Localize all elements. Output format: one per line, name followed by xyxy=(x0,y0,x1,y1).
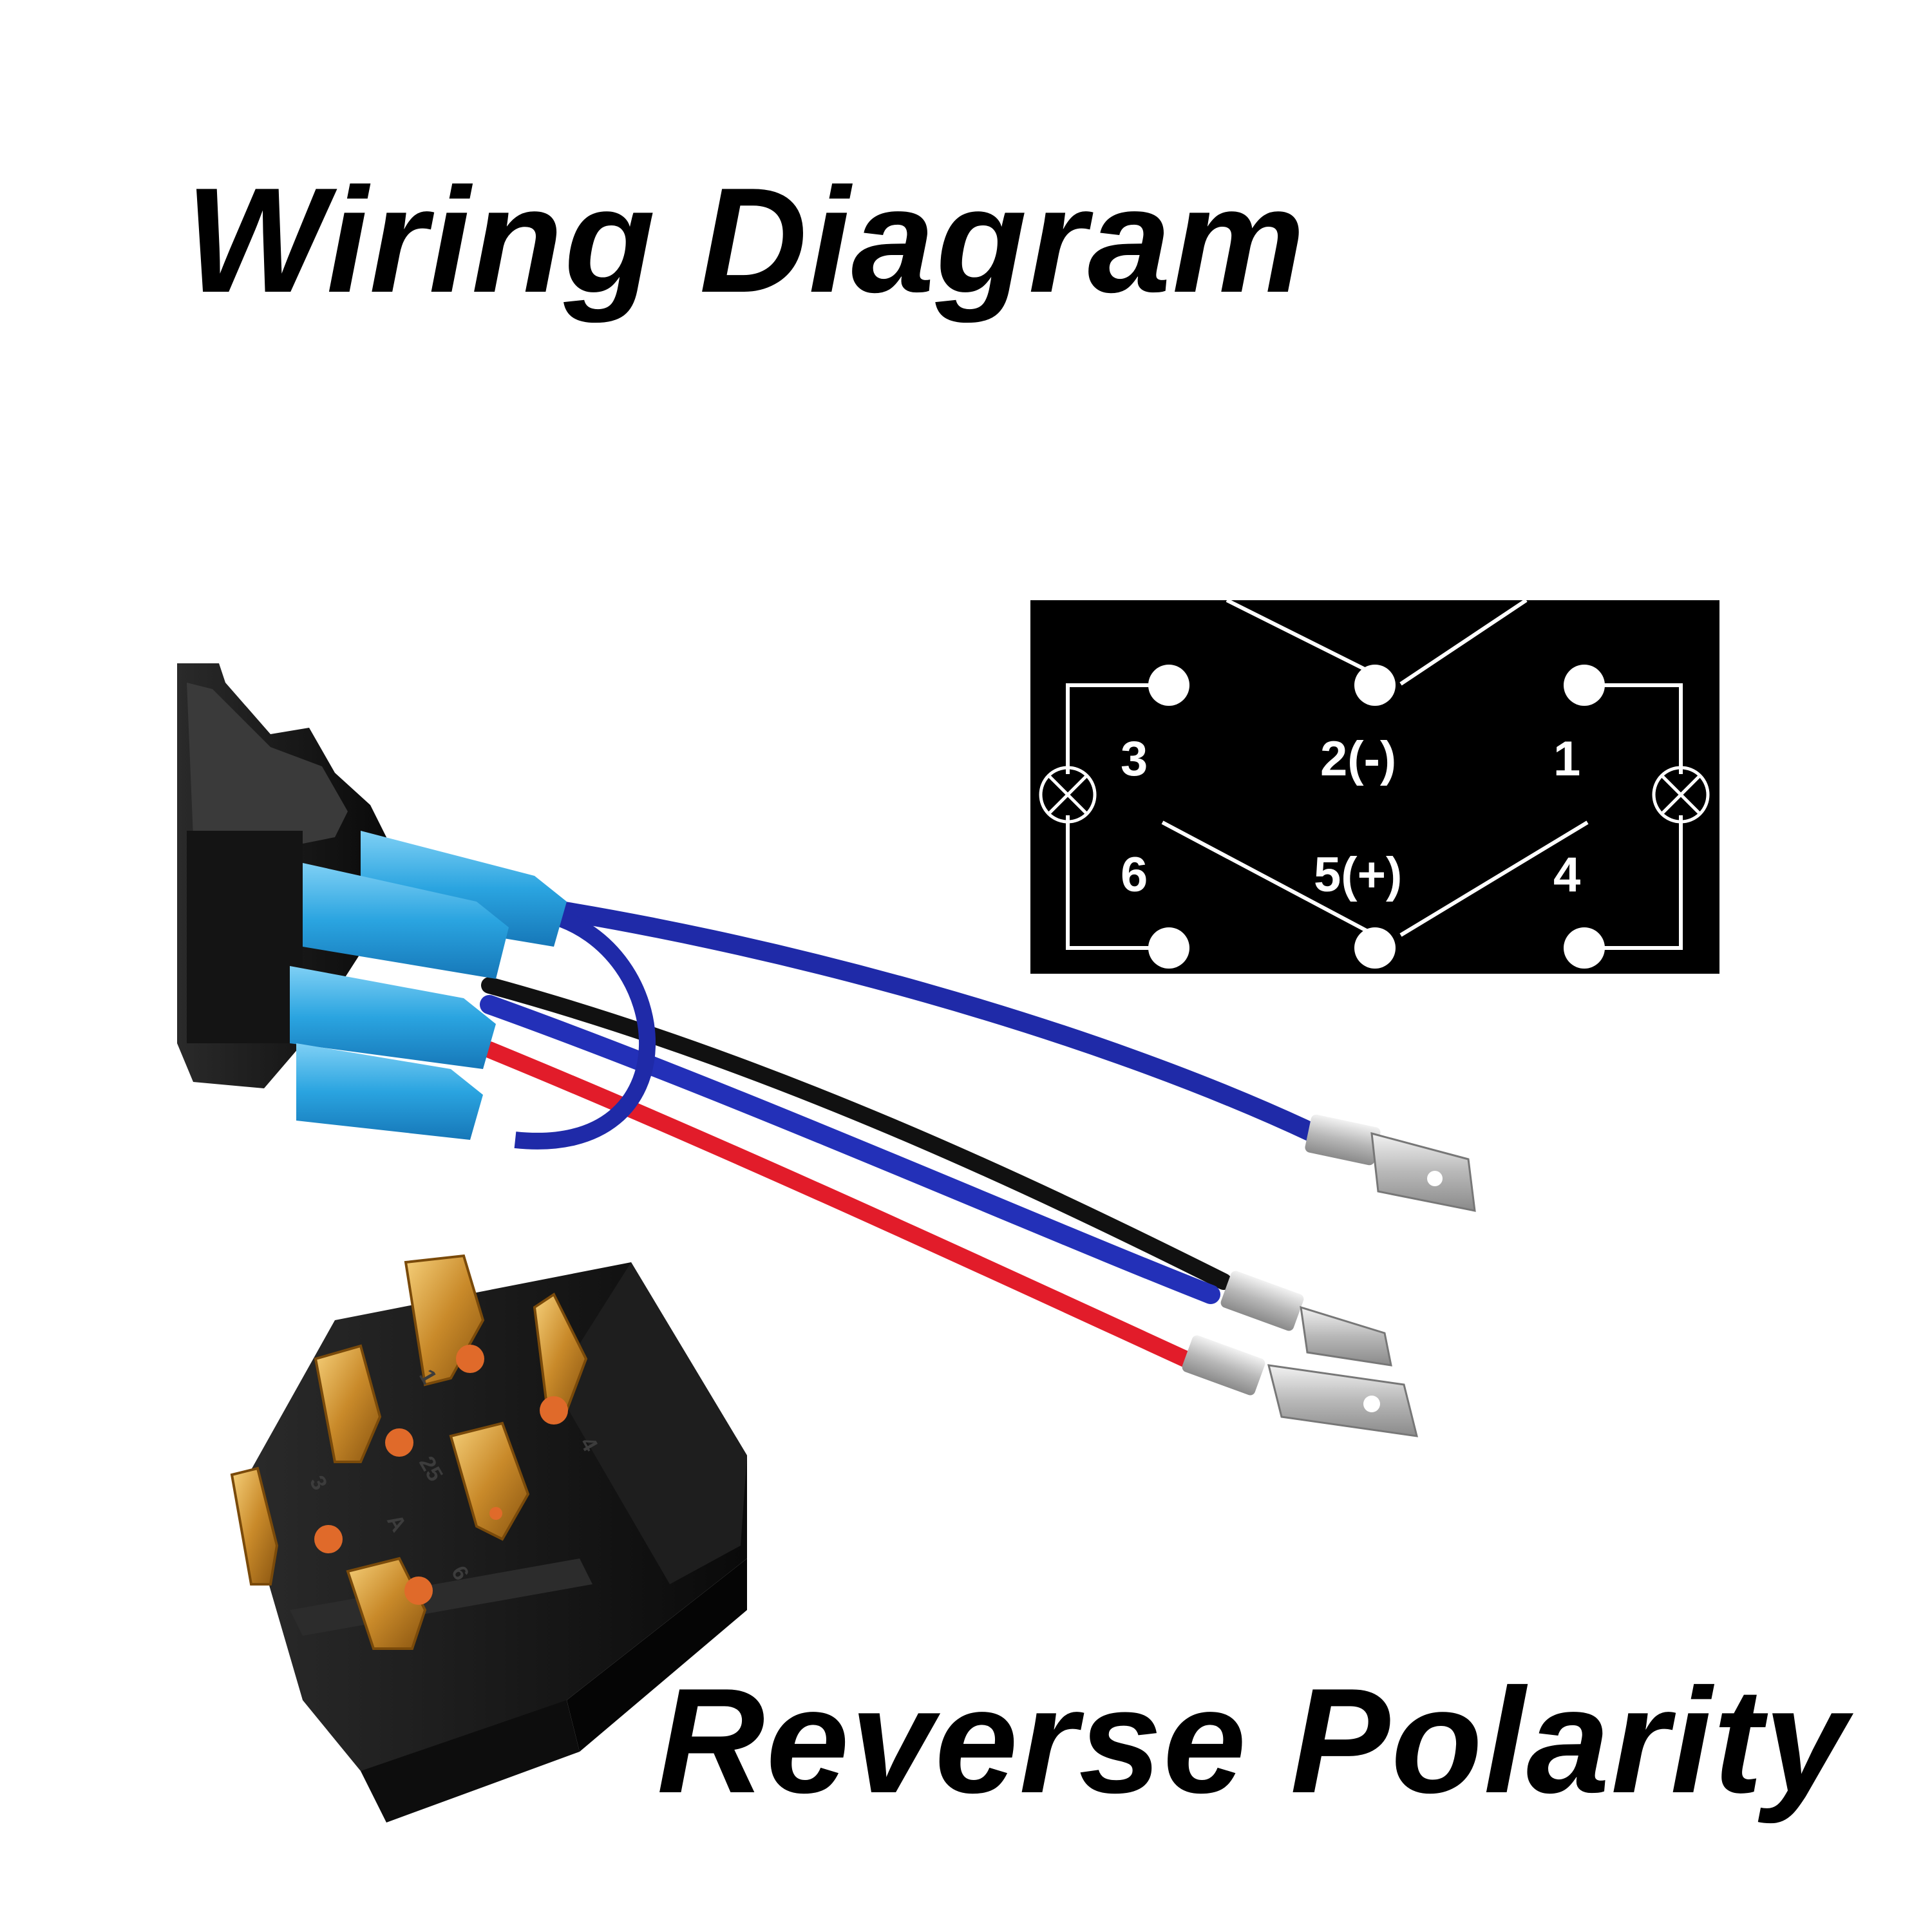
upper-contact-line-right xyxy=(1399,600,1528,686)
page-title: Wiring Diagram xyxy=(185,157,1307,324)
left-loop-bottom xyxy=(1066,815,1164,950)
right-loop-top xyxy=(1586,683,1683,774)
pin-label-2: 2(-) xyxy=(1320,732,1396,786)
pin-4-dot xyxy=(1564,927,1605,969)
pin-label-4: 4 xyxy=(1553,848,1580,902)
pin-label-1: 1 xyxy=(1553,732,1580,786)
rocker-switch-rear-view: 1 4 25 3 A 6 xyxy=(230,1254,747,1823)
blue-wire-upper xyxy=(493,892,1323,1143)
schematic-background xyxy=(1030,600,1719,974)
red-wire xyxy=(481,1041,1193,1367)
pin-3-dot xyxy=(1148,665,1189,706)
blue-connectors xyxy=(290,831,567,1140)
lower-contact-line-left xyxy=(1161,820,1376,937)
pin-label-5: 5(+) xyxy=(1314,848,1402,902)
blue-wire-lower xyxy=(480,995,1220,1304)
page-subtitle: Reverse Polarity xyxy=(657,1658,1849,1824)
pin-1-dot xyxy=(1564,665,1605,706)
pin-label-3: 3 xyxy=(1121,732,1148,786)
right-loop-bottom xyxy=(1586,815,1683,950)
pin-label-6: 6 xyxy=(1121,848,1148,902)
right-lamp-icon xyxy=(1652,766,1710,824)
switch-body-with-wires xyxy=(177,663,1476,1437)
pin-5-dot xyxy=(1354,927,1396,969)
pin-schematic: 3 2(-) 1 6 5(+) 4 xyxy=(1030,600,1719,974)
spade-terminals xyxy=(1182,1114,1476,1437)
pin-2-dot xyxy=(1354,665,1396,706)
left-loop-top xyxy=(1066,683,1164,774)
pin-6-dot xyxy=(1148,927,1189,969)
jumper-wire xyxy=(514,906,656,1150)
black-wire xyxy=(481,977,1232,1290)
left-lamp-icon xyxy=(1039,766,1097,824)
lower-contact-line-right xyxy=(1399,820,1589,937)
